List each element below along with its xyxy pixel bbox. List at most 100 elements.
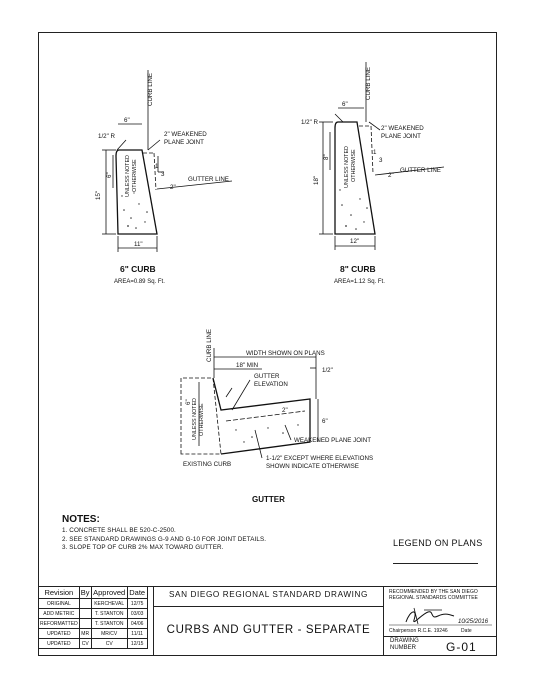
gutter-unless-2: OTHERWISE (199, 403, 205, 436)
revision-row: ADD METRIC T. STANTON 03/03 (38, 608, 148, 619)
drawing-sheet-border (38, 32, 497, 656)
curb8-height: 18" (313, 176, 320, 185)
rev-cell: T. STANTON (90, 608, 128, 619)
drawing-label-1: DRAWING (390, 638, 419, 644)
rev-cell (78, 608, 92, 619)
rev-cell: UPDATED (38, 628, 80, 639)
curb6-title: 6" CURB (120, 264, 156, 274)
notes-section: NOTES: 1. CONCRETE SHALL BE 520-C-2500. … (62, 514, 362, 553)
gutter-title: GUTTER (252, 495, 285, 504)
rev-cell: T. STANTON (90, 618, 128, 629)
revision-row: UPDATED CV CV 12/15 (38, 638, 148, 649)
drawing-number-label: DRAWING NUMBER (390, 638, 419, 652)
gutter-elev-1: GUTTER (254, 373, 280, 380)
chairperson-line: Chairperson R.C.E. 19246 Date (389, 628, 472, 634)
note-item: 3. SLOPE TOP OF CURB 2% MAX TOWARD GUTTE… (62, 544, 224, 551)
gutter-six: 6" (322, 418, 328, 425)
curb6-joint-line1: 2" WEAKENED (164, 131, 207, 138)
approval-divider (384, 636, 497, 637)
note-item: 1. CONCRETE SHALL BE 520-C-2500. (62, 527, 176, 534)
curb8-radius: 1/2" R (301, 119, 319, 126)
gutter-width: WIDTH SHOWN ON PLANS (246, 350, 325, 357)
curb6-top-dim: 6" (124, 117, 130, 124)
gutter-labels: CURB LINE WIDTH SHOWN ON PLANS 18" MIN 1… (183, 329, 373, 504)
curb8-unless-1: UNLESS NOTED (344, 146, 350, 188)
rev-cell: 04/06 (126, 618, 148, 629)
date-label: Date (461, 628, 472, 634)
rev-cell: 11/11 (126, 628, 148, 639)
curb6-radius: 1/2" R (98, 133, 116, 140)
rev-cell: ADD METRIC (38, 608, 80, 619)
curb8-base: 12" (350, 238, 359, 245)
legend-label: LEGEND ON PLANS (393, 538, 483, 548)
curb6-two: 2" (170, 184, 176, 191)
rev-header: By (78, 586, 92, 599)
rev-cell (78, 598, 92, 609)
curb6-base: 11" (134, 241, 143, 248)
rev-cell: UPDATED (38, 638, 80, 649)
curb6-area: AREA=0.89 Sq. Ft. (114, 279, 165, 285)
rev-header: Date (126, 586, 148, 599)
note-item: 2. SEE STANDARD DRAWINGS G-9 AND G-10 FO… (62, 535, 267, 543)
curb8-two: 2" (388, 172, 394, 179)
revision-row: UPDATED MR MR/CV 11/11 (38, 628, 148, 639)
curb-6-detail (102, 70, 233, 252)
recommendation-line1: RECOMMENDED BY THE SAN DIEGO (389, 589, 478, 595)
recommendation-text: RECOMMENDED BY THE SAN DIEGO REGIONAL ST… (389, 589, 478, 601)
rev-cell: MR (78, 628, 92, 639)
curb8-title: 8" CURB (340, 264, 376, 274)
rev-cell: 12/15 (126, 638, 148, 649)
curb8-gutter-line: GUTTER LINE (400, 167, 441, 174)
curb6-slope-v: 1 (155, 163, 159, 170)
curb6-height: 15" (95, 191, 102, 200)
curb6-joint-line2: PLANE JOINT (164, 139, 204, 146)
drawing-title: CURBS AND GUTTER - SEPARATE (166, 624, 371, 636)
gutter-except-2: SHOWN INDICATE OTHERWISE (266, 463, 359, 470)
curb6-curb-line: CURB LINE (147, 73, 154, 106)
curb-8-detail (319, 62, 445, 250)
approval-date: 10/25/2016 (458, 619, 489, 625)
curb6-unless-2: OTHERWISE (132, 159, 138, 192)
revision-row: REFORMATTED T. STANTON 04/06 (38, 618, 148, 629)
curb8-joint-line2: PLANE JOINT (381, 133, 421, 140)
curb8-area: AREA=1.12 Sq. Ft. (334, 279, 385, 285)
chairperson-label: Chairperson R.C.E. 19246 (389, 628, 448, 634)
rev-header: Approved (90, 586, 128, 599)
legend-line (393, 563, 478, 564)
curb-8-labels: 6" 1/2" R 2" WEAKENED PLANE JOINT CURB L… (301, 67, 441, 285)
rev-cell: KERCHEVAL (90, 598, 128, 609)
drawing-label-2: NUMBER (390, 645, 417, 651)
notes-title: NOTES: (62, 514, 100, 525)
rev-cell: 12/75 (126, 598, 148, 609)
title-divider (154, 606, 383, 607)
drawing-number: G-01 (446, 640, 477, 654)
gutter-face: 6" (185, 399, 192, 405)
revision-table: Revision By Approved Date ORIGINAL KERCH… (38, 586, 148, 649)
agency-title: SAN DIEGO REGIONAL STANDARD DRAWING (168, 590, 369, 599)
gutter-unless-1: UNLESS NOTED (192, 398, 198, 440)
gutter-curb-line: CURB LINE (206, 329, 213, 362)
gutter-existing: EXISTING CURB (183, 461, 231, 468)
rev-header: Revision (38, 586, 80, 599)
gutter-joint: WEAKENED PLANE JOINT (294, 437, 371, 444)
rev-cell (78, 618, 92, 629)
approval-block: RECOMMENDED BY THE SAN DIEGO REGIONAL ST… (384, 586, 497, 656)
revision-row: ORIGINAL KERCHEVAL 12/75 (38, 598, 148, 609)
curb8-joint-line1: 2" WEAKENED (381, 125, 424, 132)
signature-graphic: 10/25/2016 (389, 607, 492, 626)
recommendation-line2: REGIONAL STANDARDS COMMITTEE (389, 595, 478, 601)
curb8-top-dim: 6" (342, 101, 348, 108)
gutter-elev-2: ELEVATION (254, 381, 288, 388)
title-block-top-border (38, 586, 497, 587)
rev-cell: MR/CV (90, 628, 128, 639)
curb8-unless-2: OTHERWISE (351, 149, 357, 182)
curb-6-labels: 6" 1/2" R 2" WEAKENED PLANE JOINT CURB L… (95, 73, 229, 285)
gutter-min: 18" MIN (236, 362, 258, 369)
title-block: SAN DIEGO REGIONAL STANDARD DRAWING CURB… (153, 586, 384, 656)
rev-cell: 03/03 (126, 608, 148, 619)
gutter-half: 1/2" (322, 367, 333, 374)
curb6-unless-1: UNLESS NOTED (125, 155, 131, 197)
gutter-two: 2" (282, 407, 288, 414)
gutter-except-1: 1-1/2" EXCEPT WHERE ELEVATIONS (266, 455, 373, 462)
